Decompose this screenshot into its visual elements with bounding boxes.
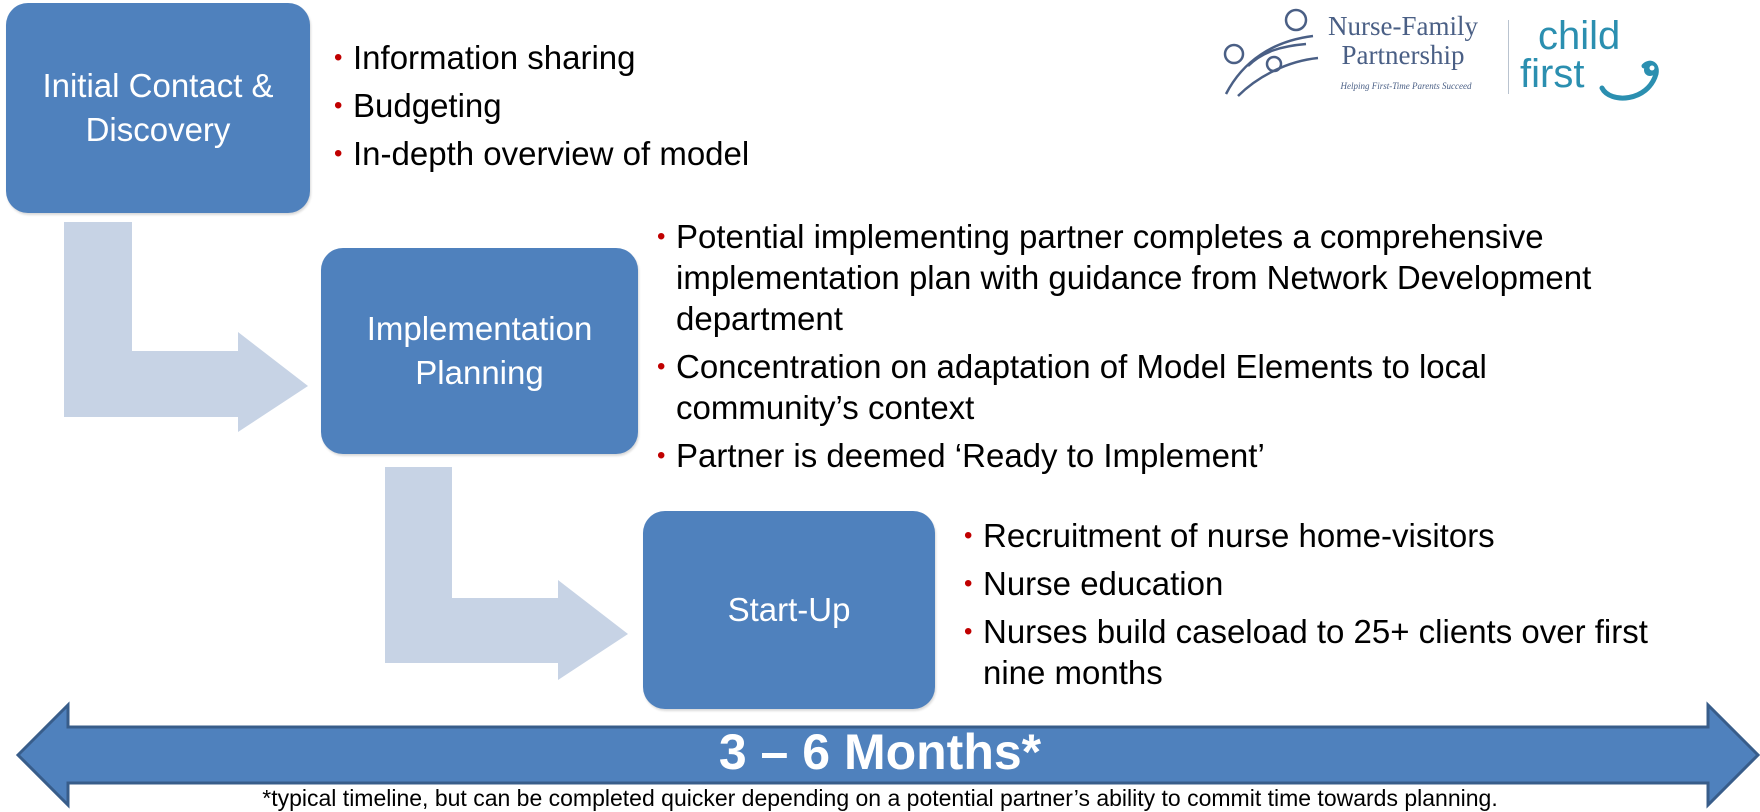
- bullet-dot: •: [964, 618, 973, 645]
- step-box-start-up: Start-Up: [643, 511, 935, 709]
- bullet-text: In-depth overview of model: [353, 135, 750, 172]
- bullet-list-start-up: • Recruitment of nurse home-visitors • Nur…: [962, 515, 1752, 700]
- bullet-text: Budgeting: [353, 87, 502, 124]
- bullet-item: • Information sharing: [332, 37, 852, 78]
- bullet-text: Information sharing: [353, 39, 636, 76]
- bullet-text-line: community’s context: [676, 389, 975, 426]
- nfp-logo-name: Nurse-Family Partnership: [1328, 12, 1478, 70]
- bullet-text-line: Partner is deemed ‘Ready to Implement’: [676, 437, 1265, 474]
- bullet-item: • Potential implementing partner complet…: [655, 216, 1745, 339]
- step-box-line: Start-Up: [727, 591, 851, 628]
- bullet-text-line: implementation plan with guidance from N…: [676, 259, 1592, 296]
- bullet-dot: •: [334, 140, 343, 167]
- childfirst-logo-word: first: [1520, 52, 1585, 96]
- bullet-dot: •: [657, 442, 666, 469]
- bullet-text-line: Potential implementing partner completes…: [676, 218, 1544, 255]
- bullet-text: Nurse education: [983, 565, 1224, 602]
- footnote: *typical timeline, but can be completed …: [262, 785, 1498, 811]
- step-box-line: Discovery: [85, 111, 231, 148]
- logo-divider: [1508, 20, 1509, 94]
- step-box-line: Planning: [415, 354, 544, 391]
- bullet-dot: •: [657, 223, 666, 250]
- bullet-dot: •: [334, 44, 343, 71]
- bullet-dot: •: [657, 353, 666, 380]
- nfp-logo-line: Nurse-Family: [1328, 11, 1478, 41]
- bullet-item: • Recruitment of nurse home-visitors: [962, 515, 1752, 556]
- partner-logos: Nurse-Family Partnership Helping First-T…: [1218, 6, 1668, 106]
- nfp-logo-line: Partnership: [1341, 40, 1465, 70]
- nfp-logo-icon: [1223, 8, 1319, 97]
- bullet-text-line: Nurses build caseload to 25+ clients ove…: [983, 613, 1648, 650]
- bullet-item: • Budgeting: [332, 85, 852, 126]
- bullet-list-implementation-planning: • Potential implementing partner complet…: [655, 216, 1745, 483]
- bullet-item: • Nurse education: [962, 563, 1752, 604]
- nfp-logo-tagline: Helping First-Time Parents Succeed: [1340, 81, 1472, 91]
- bullet-dot: •: [964, 570, 973, 597]
- bullet-item: • Nurses build caseload to 25+ clients o…: [962, 611, 1752, 693]
- bullet-text-line: nine months: [983, 654, 1163, 691]
- step-box-line: Implementation: [366, 310, 593, 347]
- timeline-double-arrow: [15, 701, 1760, 809]
- bullet-dot: •: [334, 92, 343, 119]
- step-box-line: Initial Contact &: [42, 67, 274, 104]
- childfirst-swoosh-icon: [1599, 60, 1659, 101]
- connector-arrow-1: [64, 222, 308, 432]
- bullet-dot: •: [964, 522, 973, 549]
- bullet-text-line: department: [676, 300, 843, 337]
- step-box-implementation-planning: Implementation Planning: [321, 248, 638, 454]
- childfirst-logo-word: child: [1538, 14, 1621, 58]
- bullet-item: • Concentration on adaptation of Model E…: [655, 346, 1745, 428]
- bullet-text-line: Concentration on adaptation of Model Ele…: [676, 348, 1487, 385]
- bullet-text: Recruitment of nurse home-visitors: [983, 517, 1495, 554]
- bullet-list-initial-contact: • Information sharing • Budgeting • In-dept…: [332, 37, 852, 181]
- timeline-label: 3 – 6 Months*: [718, 724, 1042, 780]
- bullet-item: • In-depth overview of model: [332, 133, 852, 174]
- connector-arrow-2: [385, 467, 628, 680]
- step-box-initial-contact: Initial Contact & Discovery: [6, 3, 310, 213]
- bullet-item: • Partner is deemed ‘Ready to Implement’: [655, 435, 1745, 476]
